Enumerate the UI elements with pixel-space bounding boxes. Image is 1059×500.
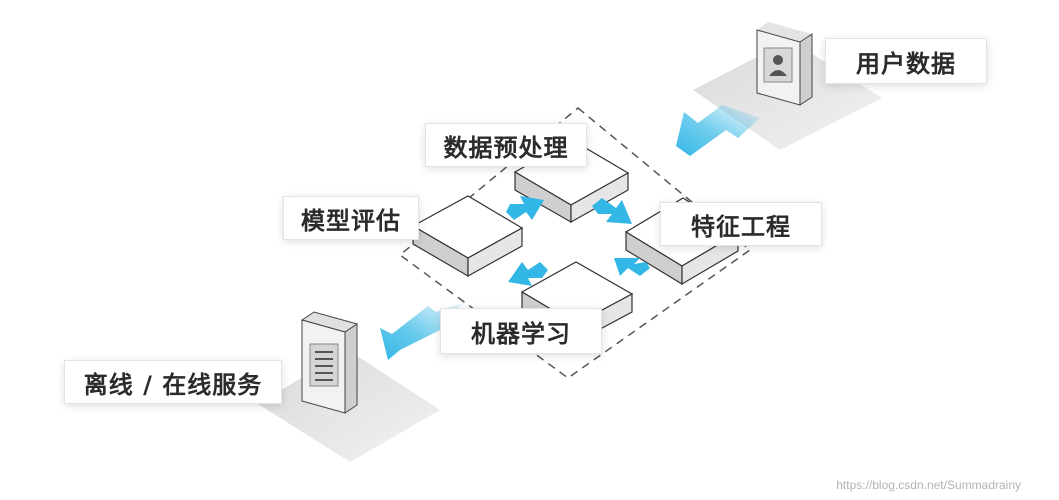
- machine-learning-label: 机器学习: [440, 308, 602, 354]
- user-icon: [769, 55, 787, 76]
- arrow-preprocessing-to-feature: [592, 198, 632, 224]
- arrow-user-data-to-preprocessing: [676, 105, 760, 156]
- model-evaluation-block: [411, 195, 524, 278]
- serving-server-right: [344, 323, 358, 414]
- arrow-learning-to-evaluation: [508, 262, 548, 286]
- user-data-label: 用户数据: [825, 38, 987, 84]
- feature-engineering-label: 特征工程: [660, 202, 822, 246]
- arrow-feature-to-learning: [614, 258, 650, 276]
- preprocessing-label: 数据预处理: [425, 123, 587, 167]
- arrow-evaluation-to-preprocessing: [506, 196, 544, 220]
- serving-label: 离线 / 在线服务: [64, 360, 282, 404]
- document-lines-icon: [315, 351, 333, 381]
- serving-server: [258, 311, 440, 462]
- watermark-text: https://blog.csdn.net/Summadrainy: [836, 478, 1021, 492]
- model-evaluation-label: 模型评估: [283, 196, 419, 240]
- user-data-server-right: [799, 33, 813, 106]
